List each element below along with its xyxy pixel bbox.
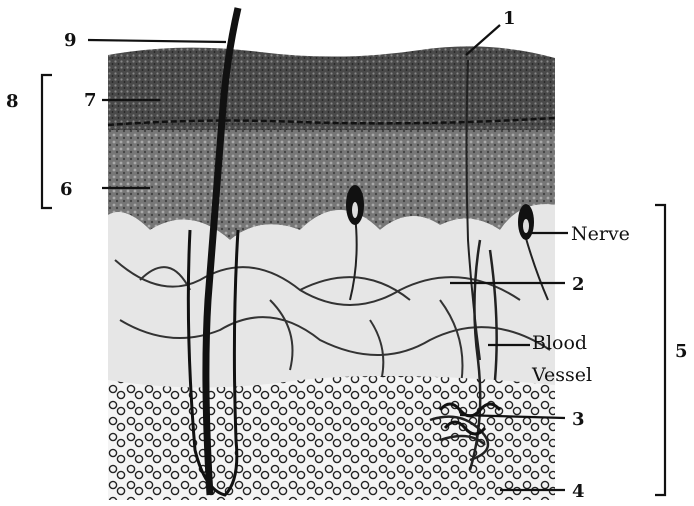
label-8: 8 <box>6 91 19 112</box>
label-1: 1 <box>503 8 516 29</box>
dermis-region <box>108 204 555 390</box>
label-6: 6 <box>60 179 73 200</box>
bracket-8 <box>42 75 52 208</box>
subcutaneous-fat-region <box>108 376 555 500</box>
label-2: 2 <box>572 274 585 295</box>
label-blood-vessel-line1: Blood <box>532 332 587 354</box>
label-nerve: Nerve <box>571 223 630 245</box>
label-4: 4 <box>572 481 585 502</box>
stratum-corneum-layer <box>108 46 555 130</box>
receptor-highlight-1 <box>352 202 358 218</box>
label-3: 3 <box>572 409 585 430</box>
label-blood-vessel-line2: Vessel <box>531 364 592 386</box>
label-7: 7 <box>84 90 97 111</box>
label-9: 9 <box>64 30 77 51</box>
label-5: 5 <box>675 341 688 362</box>
receptor-highlight-2 <box>523 219 529 233</box>
bracket-5 <box>655 205 665 495</box>
